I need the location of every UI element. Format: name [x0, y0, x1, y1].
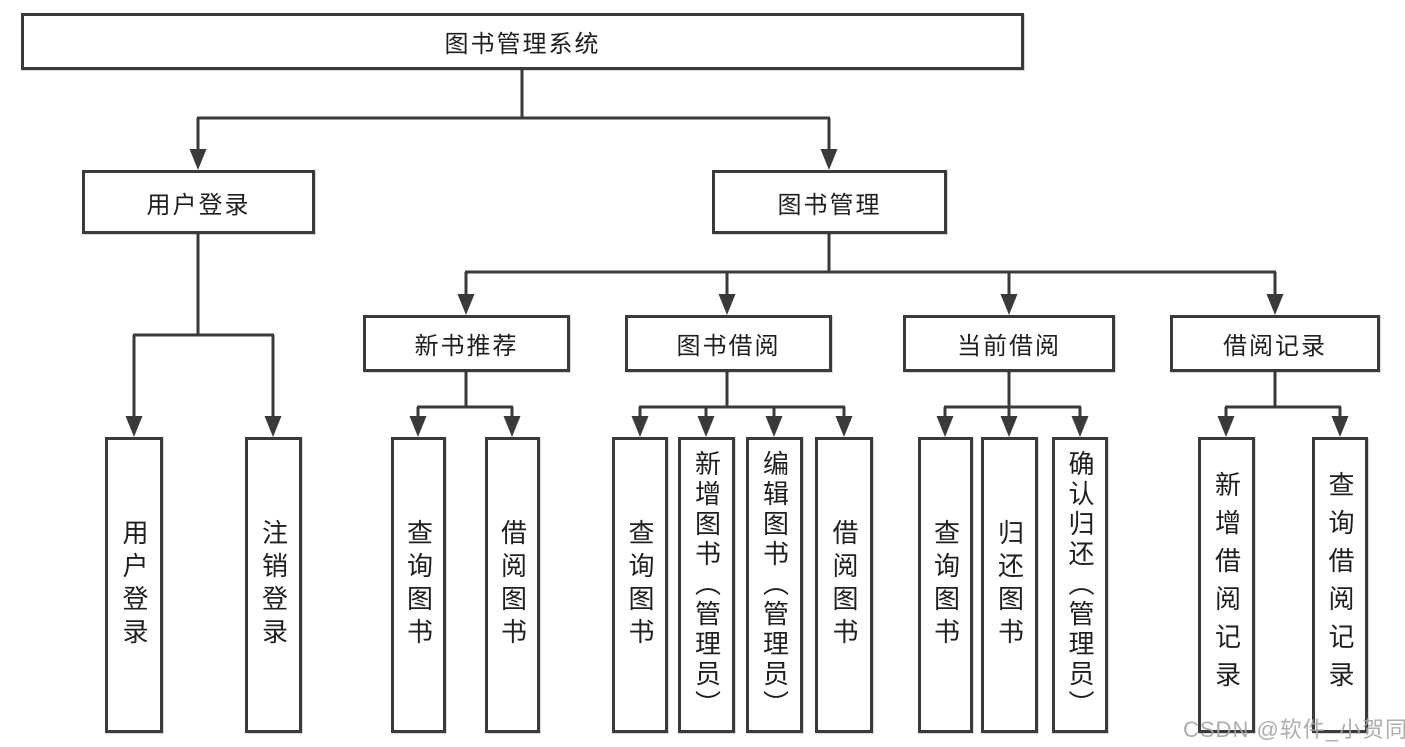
arrowhead-down-icon: [1071, 416, 1089, 437]
node-label: 用户登录: [146, 191, 251, 219]
leaf-borrow-books: 借阅图书: [815, 437, 873, 733]
leaf-return-books: 归还图书: [981, 437, 1038, 733]
arrowhead-down-icon: [936, 416, 954, 437]
node-label: 图书管理: [777, 191, 882, 219]
leaf-add-books-admin: 新增图书（管理员）: [678, 437, 735, 733]
arrowhead-down-icon: [718, 294, 736, 315]
node-label: 新增图书（管理员）: [691, 450, 722, 720]
arrowhead-down-icon: [1000, 416, 1018, 437]
leaf-confirm-return-admin: 确认归还（管理员）: [1052, 437, 1108, 733]
node-label: 归还图书: [994, 519, 1025, 651]
node-book-borrowing: 图书借阅: [625, 315, 832, 372]
node-label: 注销登录: [258, 519, 289, 651]
node-user-login-branch: 用户登录: [82, 170, 315, 234]
node-label: 借阅记录: [1223, 333, 1327, 360]
node-borrowing-records: 借阅记录: [1170, 315, 1380, 372]
leaf-borrow-books-recommend: 借阅图书: [485, 437, 540, 733]
node-label: 查询图书: [625, 519, 655, 651]
node-library-management-system: 图书管理系统: [21, 13, 1024, 70]
leaf-logout: 注销登录: [245, 437, 302, 733]
arrowhead-down-icon: [457, 294, 475, 315]
arrowhead-down-icon: [503, 416, 521, 437]
leaf-edit-books-admin: 编辑图书（管理员）: [746, 437, 803, 733]
leaf-query-books-recommend: 查询图书: [391, 437, 446, 733]
leaf-user-login: 用户登录: [105, 437, 163, 733]
arrowhead-down-icon: [697, 416, 715, 437]
node-label: 用户登录: [119, 519, 149, 651]
node-label: 新增借阅记录: [1211, 471, 1242, 699]
leaf-query-books-current: 查询图书: [918, 437, 973, 733]
watermark-text: CSDN @软件_小贺同学: [1183, 717, 1405, 742]
arrowhead-down-icon: [765, 416, 783, 437]
node-label: 借阅图书: [497, 519, 528, 651]
node-label: 图书借阅: [676, 333, 781, 360]
arrowhead-down-icon: [264, 416, 282, 437]
node-label: 查询图书: [403, 519, 434, 651]
node-new-book-recommendation: 新书推荐: [363, 315, 570, 372]
arrowhead-down-icon: [1266, 294, 1284, 315]
arrowhead-down-icon: [189, 149, 207, 170]
node-label: 查询借阅记录: [1325, 471, 1355, 699]
node-label: 编辑图书（管理员）: [759, 450, 790, 720]
node-current-borrowing: 当前借阅: [903, 315, 1115, 372]
node-label: 查询图书: [930, 519, 961, 651]
arrowhead-down-icon: [820, 149, 838, 170]
node-label: 确认归还（管理员）: [1065, 450, 1095, 720]
arrowhead-down-icon: [1331, 416, 1349, 437]
leaf-query-borrowing-record: 查询借阅记录: [1312, 437, 1368, 733]
arrowhead-down-icon: [1217, 416, 1235, 437]
arrowhead-down-icon: [125, 416, 143, 437]
leaf-add-borrowing-record: 新增借阅记录: [1198, 437, 1255, 733]
leaf-query-books-borrowing: 查询图书: [612, 437, 668, 733]
node-label: 当前借阅: [957, 333, 1061, 360]
arrowhead-down-icon: [409, 416, 427, 437]
node-label: 借阅图书: [829, 519, 859, 651]
node-book-management-branch: 图书管理: [712, 170, 947, 234]
node-label: 图书管理系统: [444, 31, 601, 58]
arrowhead-down-icon: [835, 416, 853, 437]
arrowhead-down-icon: [1000, 294, 1018, 315]
node-label: 新书推荐: [414, 333, 519, 360]
arrowhead-down-icon: [631, 416, 649, 437]
